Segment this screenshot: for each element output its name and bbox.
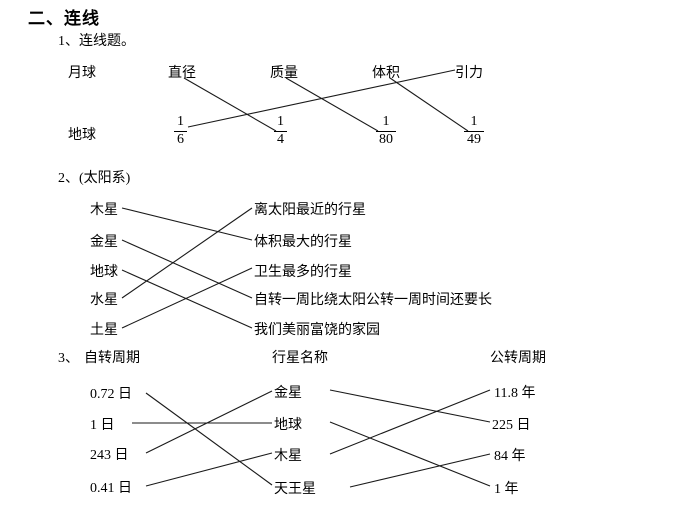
q2-description-our-home: 我们美丽富饶的家园 [254, 323, 380, 338]
q1-fraction-1-numerator: 1 [274, 114, 287, 132]
q1-line-zhiliang-to-eightieth [285, 77, 379, 132]
q3-number-label: 3、 [58, 351, 79, 366]
q2-connectors [121, 207, 253, 329]
q3-line-072-to-tianwangxing [145, 392, 273, 486]
q3-revolution-84-years: 84 年 [494, 449, 526, 464]
q3-line-243-to-jinxing [145, 390, 273, 454]
q1-term-mass: 质量 [270, 66, 298, 81]
q2-line-shuixing-to-lizuijin [121, 207, 253, 299]
q1-fraction-3-denominator: 49 [467, 131, 481, 147]
q2-label: 2、(太阳系) [58, 171, 131, 186]
q2-planet-saturn: 土星 [90, 323, 118, 338]
q3-revolution-1-year: 1 年 [494, 482, 519, 497]
q1-fraction-2-numerator: 1 [376, 114, 396, 132]
q3-line-muxing-to-118 [329, 389, 491, 455]
q1-fraction-0-denominator: 6 [177, 131, 184, 147]
q2-planet-earth: 地球 [90, 265, 118, 280]
q1-term-gravity: 引力 [455, 66, 483, 81]
q3-left-connectors [132, 390, 273, 487]
q3-line-diqiu-to-1nian [329, 421, 491, 487]
q3-rotation-1: 1 日 [90, 418, 115, 433]
q3-right-connectors [329, 389, 491, 488]
q1-line-yinli-to-sixth [187, 69, 456, 128]
q3-header-revolution-period: 公转周期 [490, 351, 546, 366]
q3-revolution-225-days: 225 日 [492, 418, 531, 433]
q1-fraction-3-numerator: 1 [464, 114, 484, 132]
q1-fraction-2-denominator: 80 [379, 131, 393, 147]
q3-rotation-072: 0.72 日 [90, 387, 132, 402]
q1-line-tiji-to-fortyninth [389, 77, 469, 132]
q3-planet-uranus: 天王星 [274, 482, 316, 497]
q1-label: 1、连线题。 [58, 34, 135, 49]
q2-line-muxing-to-tiji [121, 207, 253, 241]
q2-description-closest-to-sun: 离太阳最近的行星 [254, 203, 366, 218]
q3-header-planet-name: 行星名称 [272, 351, 328, 366]
q1-fraction-one-quarter: 1 4 [274, 114, 287, 147]
q3-planet-venus: 金星 [274, 386, 302, 401]
q2-line-diqiu-to-jiayuan [121, 269, 253, 329]
q1-connectors [183, 69, 469, 132]
q3-rotation-243: 243 日 [90, 448, 129, 463]
q3-revolution-118-years: 11.8 年 [494, 386, 536, 401]
q1-fraction-1-denominator: 4 [277, 131, 284, 147]
q2-planet-mercury: 水星 [90, 293, 118, 308]
q1-left-item-earth: 地球 [68, 128, 96, 143]
q3-planet-earth: 地球 [274, 418, 302, 433]
q2-description-largest-volume: 体积最大的行星 [254, 235, 352, 250]
q3-line-tianwangxing-to-84 [349, 453, 491, 488]
q3-planet-jupiter: 木星 [274, 449, 302, 464]
q2-line-jinxing-to-zizhuan [121, 239, 253, 299]
q1-term-volume: 体积 [372, 66, 400, 81]
q2-description-rotation-longer: 自转一周比绕太阳公转一周时间还要长 [254, 293, 492, 308]
q1-left-item-moon: 月球 [68, 66, 96, 81]
q1-fraction-one-fortyninth: 1 49 [464, 114, 484, 147]
q2-line-tuxing-to-weixing [121, 267, 253, 329]
q3-line-jinxing-to-225 [329, 389, 491, 423]
q1-term-diameter: 直径 [168, 66, 196, 81]
q3-header-rotation-period: 自转周期 [84, 351, 140, 366]
q1-fraction-one-eightieth: 1 80 [376, 114, 396, 147]
q3-line-041-to-muxing [145, 452, 273, 487]
q1-line-zhijing-to-quarter [183, 77, 277, 132]
q2-planet-venus: 金星 [90, 235, 118, 250]
q2-description-most-satellites: 卫生最多的行星 [254, 265, 352, 280]
q3-rotation-041: 0.41 日 [90, 481, 132, 496]
q1-fraction-0-numerator: 1 [174, 114, 187, 132]
q2-planet-jupiter: 木星 [90, 203, 118, 218]
page-title: 二、连线 [28, 9, 100, 29]
q1-fraction-one-sixth: 1 6 [174, 114, 187, 147]
